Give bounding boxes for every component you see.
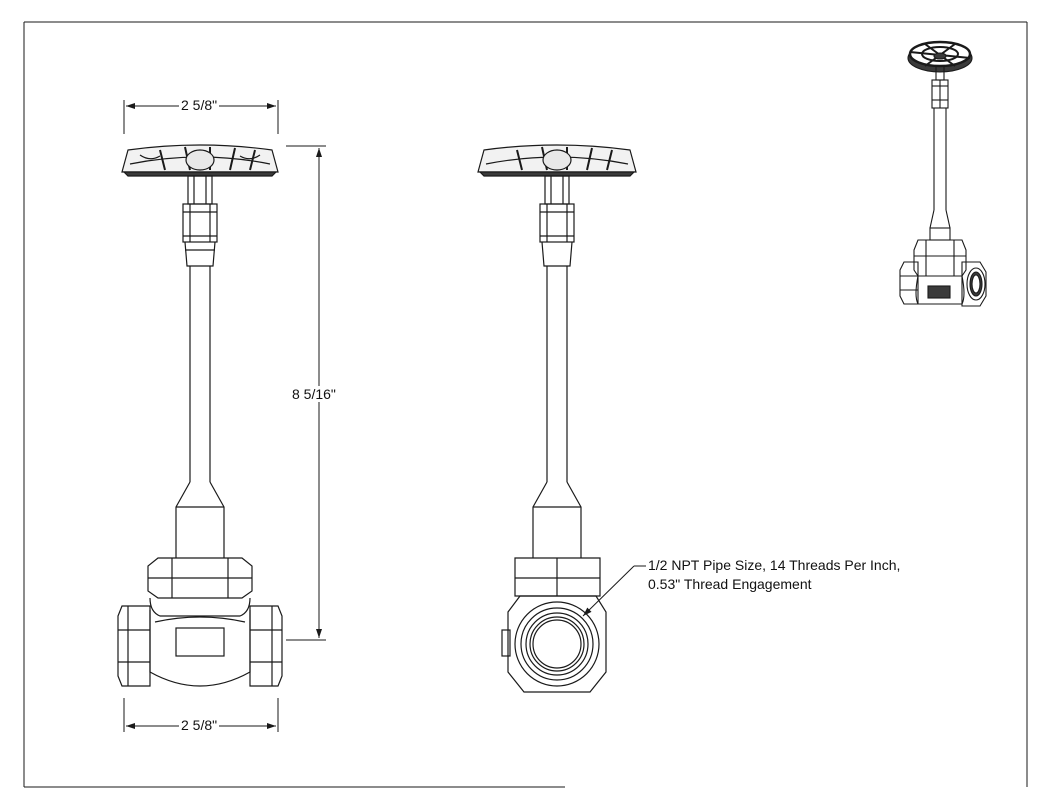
thread-callout: 1/2 NPT Pipe Size, 14 Threads Per Inch, … — [648, 556, 900, 594]
dimension-bottom-width: 2 5/8" — [179, 717, 220, 733]
thread-callout-line1: 1/2 NPT Pipe Size, 14 Threads Per Inch, — [648, 557, 901, 573]
callout-leader — [582, 565, 646, 617]
iso-handwheel — [907, 40, 973, 73]
dimension-lines — [123, 100, 326, 732]
thread-callout-line2: 0.53" Thread Engagement — [648, 576, 812, 592]
isometric-view — [899, 40, 987, 307]
side-view — [477, 144, 637, 693]
front-view — [117, 144, 283, 687]
front-handwheel — [121, 144, 279, 177]
dimension-height: 8 5/16" — [290, 386, 338, 402]
dimension-top-width: 2 5/8" — [179, 97, 220, 113]
side-handwheel — [477, 144, 637, 177]
sheet-border — [23, 21, 1028, 788]
